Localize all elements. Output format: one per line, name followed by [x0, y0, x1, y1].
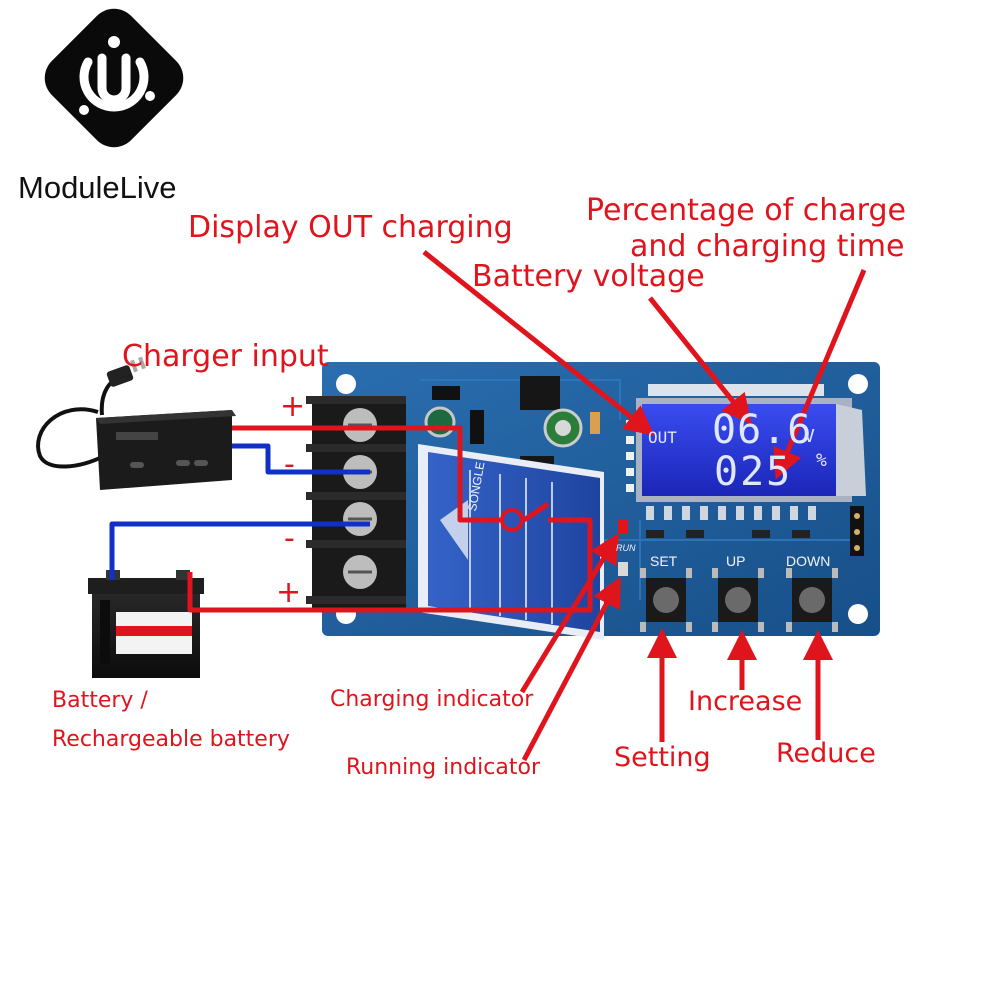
battery-plus-sign: + — [276, 575, 302, 610]
label-reduce: Reduce — [776, 738, 876, 769]
lcd-out-label: OUT — [648, 428, 677, 447]
label-battery-line1: Battery / — [52, 688, 148, 713]
arrow-display-out — [422, 250, 655, 436]
lcd-percent-value: 025 — [714, 449, 793, 495]
label-percentage-line1: Percentage of charge — [586, 193, 906, 228]
charger-adapter — [36, 356, 236, 490]
label-increase: Increase — [688, 686, 803, 717]
annotation-arrows — [422, 250, 867, 762]
relay — [418, 444, 604, 640]
brand-name: ModuleLive — [18, 170, 177, 205]
lcd-voltage-unit: V — [804, 426, 815, 447]
lcd-percent-unit: % — [816, 450, 827, 471]
label-battery-line2: Rechargeable battery — [52, 727, 290, 752]
button-up-label: UP — [726, 553, 746, 569]
charging-led — [618, 520, 628, 534]
label-percentage-line2: and charging time — [630, 229, 905, 264]
button-set — [640, 568, 692, 632]
wire-charger-negative — [232, 443, 370, 475]
label-setting: Setting — [614, 742, 711, 773]
arrow-percentage — [773, 269, 867, 480]
lcd-panel — [636, 384, 866, 502]
lcd-voltage-value: 06.6 — [712, 407, 813, 453]
running-led — [618, 562, 628, 576]
terminal-block — [306, 396, 406, 608]
arrow-charging-indicator — [519, 532, 620, 694]
button-up — [712, 568, 764, 632]
battery-minus-sign: - — [284, 521, 295, 556]
wire-charger-positive — [187, 425, 593, 613]
label-running-indicator: Running indicator — [346, 755, 540, 780]
wires — [109, 425, 593, 613]
label-battery-voltage: Battery voltage — [472, 259, 705, 294]
button-down — [786, 568, 838, 632]
label-charger-input: Charger input — [122, 339, 329, 374]
button-set-label: SET — [650, 553, 678, 569]
wire-battery-negative — [109, 521, 370, 580]
label-charging-indicator: Charging indicator — [330, 687, 534, 712]
battery — [88, 570, 204, 678]
button-down-label: DOWN — [786, 553, 831, 569]
charger-minus-sign: - — [284, 447, 295, 482]
charger-plus-sign: + — [280, 389, 306, 424]
arrow-battery-voltage — [648, 296, 752, 425]
run-label: RUN — [616, 543, 636, 553]
arrow-running-indicator — [521, 576, 621, 762]
label-display-out-charging: Display OUT charging — [188, 210, 513, 245]
relay-contact-symbol — [500, 508, 524, 532]
modulelive-logo — [44, 8, 184, 148]
